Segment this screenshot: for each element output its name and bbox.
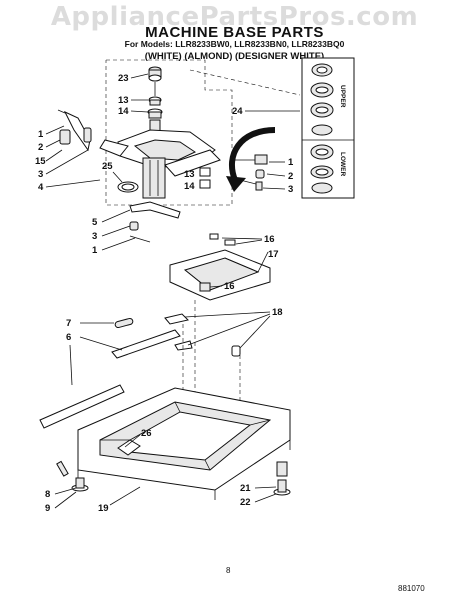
- callout-5: 5: [92, 217, 98, 228]
- page-number: 8: [226, 566, 231, 575]
- callout-3: 3: [38, 169, 43, 180]
- callout-26: 26: [141, 428, 152, 439]
- callout-4: 4: [38, 182, 44, 193]
- motor-mount-frame-icon: [169, 233, 271, 301]
- assembly-arrow-icon: [226, 127, 276, 192]
- brace-parts-icon: [39, 313, 241, 429]
- lower-label: LOWER: [339, 152, 346, 176]
- callout-1-lower: 1: [92, 245, 98, 256]
- seal-parts-icon: [147, 96, 163, 119]
- callout-3-lower: 3: [92, 231, 97, 242]
- callout-22: 22: [240, 497, 251, 508]
- callout-15: 15: [35, 156, 46, 167]
- callout-9: 9: [45, 503, 50, 514]
- callout-labels: 23 13 14 24 1 2 15 3 4 25 13 14 1 2 3 5 …: [35, 73, 294, 514]
- watermark: AppliancePartsPros.com: [50, 2, 419, 32]
- callout-13-right: 13: [184, 169, 195, 180]
- leader-lines: [45, 73, 300, 509]
- callout-8: 8: [45, 489, 50, 500]
- upper-assembly-box: [105, 59, 301, 206]
- callout-7: 7: [66, 318, 71, 329]
- callout-1: 1: [38, 129, 44, 140]
- right-clip-parts-icon: [230, 154, 268, 191]
- model-list: For Models: LLR8233BW0, LLR8233BN0, LLR8…: [124, 39, 345, 49]
- belt-pulley-icon: [117, 181, 139, 193]
- document-code: 881070: [398, 584, 425, 593]
- leveling-feet-icon: [56, 460, 291, 496]
- callout-6: 6: [66, 332, 71, 343]
- callout-18: 18: [272, 307, 283, 318]
- machine-base-frame-icon: [77, 387, 291, 500]
- bearing-stack-icon: [301, 57, 355, 199]
- callout-19: 19: [98, 503, 109, 514]
- guide-lines: [182, 300, 241, 400]
- cap-part-icon: [148, 66, 162, 96]
- callout-25: 25: [102, 161, 113, 172]
- page-title: MACHINE BASE PARTS: [145, 24, 324, 41]
- callout-14-right: 14: [184, 181, 195, 192]
- lower-bracket-parts-icon: [129, 201, 181, 243]
- transmission-assembly-icon: [99, 119, 221, 199]
- left-clip-parts-icon: [57, 109, 92, 152]
- callout-2: 2: [38, 142, 43, 153]
- callout-16-lower: 16: [224, 281, 235, 292]
- color-variants: (WHITE) (ALMOND) (DESIGNER WHITE): [144, 51, 325, 62]
- upper-label: UPPER: [339, 85, 346, 108]
- callout-2-right: 2: [288, 171, 293, 182]
- callout-21: 21: [240, 483, 251, 494]
- callout-3-right: 3: [288, 184, 293, 195]
- callout-24: 24: [232, 106, 243, 117]
- callout-1-right: 1: [288, 157, 294, 168]
- right-seal-parts-icon: [199, 167, 211, 189]
- callout-17: 17: [268, 249, 279, 260]
- callout-14: 14: [118, 106, 129, 117]
- callout-16: 16: [264, 234, 275, 245]
- callout-13: 13: [118, 95, 129, 106]
- callout-23: 23: [118, 73, 129, 84]
